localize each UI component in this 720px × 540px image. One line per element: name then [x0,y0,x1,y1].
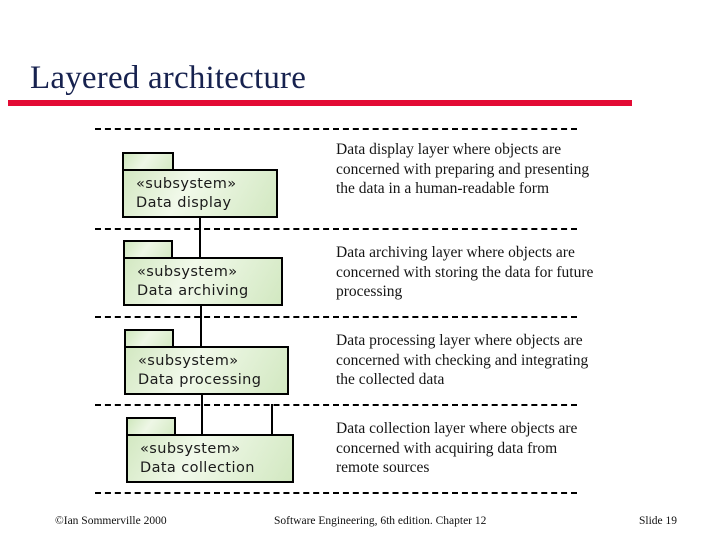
layer-separator-top [95,128,577,130]
subsystem-stereotype-label: «subsystem» [136,175,237,192]
package-body: «subsystem» Data archiving [123,257,283,306]
page-title: Layered architecture [30,60,307,96]
subsystem-name-label: Data collection [140,459,255,476]
subsystem-name-label: Data processing [138,371,262,388]
layer-separator-1 [95,228,577,230]
subsystem-package-data-display[interactable]: «subsystem» Data display [122,152,278,218]
slide-footer: ©Ian Sommerville 2000 Software Engineeri… [0,514,720,534]
subsystem-name-label: Data display [136,194,232,211]
layer-separator-2 [95,316,577,318]
layer-description-data-display: Data display layer where objects are con… [336,141,590,197]
subsystem-package-data-collection[interactable]: «subsystem» Data collection [126,417,294,483]
layer-description-data-archiving: Data archiving layer where objects are c… [336,244,594,300]
subsystem-stereotype-label: «subsystem» [137,263,238,280]
subsystem-package-data-processing[interactable]: «subsystem» Data processing [124,329,289,395]
layer-connector-2 [200,303,202,347]
footer-slide-number: Slide 19 [639,515,678,527]
title-underline-rule [8,100,632,106]
footer-copyright: ©Ian Sommerville 2000 [55,515,167,527]
subsystem-stereotype-label: «subsystem» [138,352,239,369]
layer-connector-3 [201,392,203,436]
layer-separator-bottom [95,492,577,494]
subsystem-name-label: Data archiving [137,282,249,299]
package-body: «subsystem» Data processing [124,346,289,395]
package-body: «subsystem» Data collection [126,434,294,483]
subsystem-stereotype-label: «subsystem» [140,440,241,457]
footer-book-reference: Software Engineering, 6th edition. Chapt… [274,515,487,527]
package-body: «subsystem» Data display [122,169,278,218]
subsystem-package-data-archiving[interactable]: «subsystem» Data archiving [123,240,283,306]
layer-description-data-collection: Data collection layer where objects are … [336,420,578,476]
layer-connector-1 [199,215,201,259]
layer-separator-3 [95,404,577,406]
layer-connector-4 [271,404,273,434]
layer-description-data-processing: Data processing layer where objects are … [336,332,589,388]
